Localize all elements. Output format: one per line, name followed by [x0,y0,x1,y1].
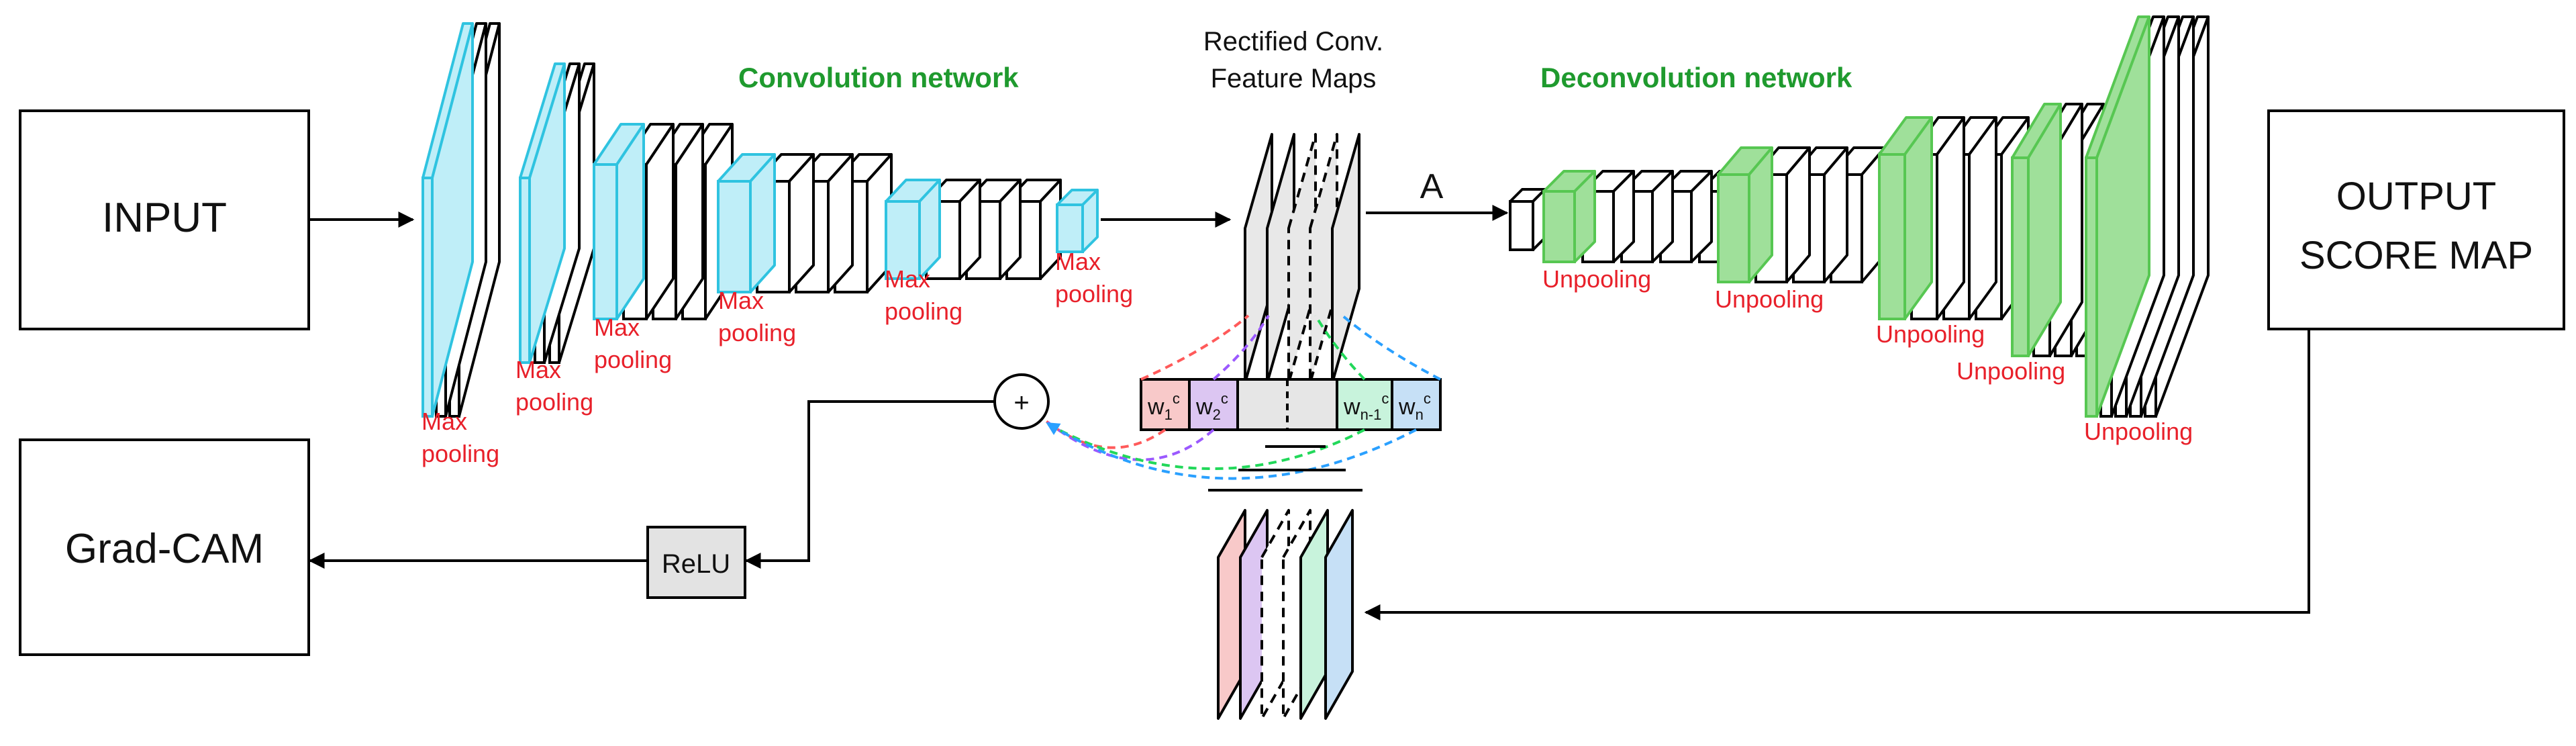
conv-stage-4-pool-layer [717,153,776,293]
max-pooling-label-3-line2: pooling [594,346,672,373]
weight-connectors [1043,314,1441,480]
connector-top-1 [1140,314,1250,381]
feature-map-4 [1309,133,1338,384]
weight-wn: wnc [1391,378,1442,431]
max-pooling-label-4-line2: pooling [718,319,796,346]
deconv-stage-3-unpool-layer [1878,116,1933,320]
connector-top-2 [1212,314,1270,381]
max-pooling-label-2-line1: Max [515,356,561,383]
connector-top-4 [1341,314,1441,381]
svg-text:w2c: w2c [1195,390,1228,423]
conv-network-heading: Convolution network [738,62,1019,93]
arrow-a-label: A [1420,167,1444,206]
conv-stage-5-pool-layer [885,179,941,280]
sum-to-relu-arrow [744,400,995,569]
input-label: INPUT [102,195,227,241]
deconv-stage-1-unpool-layer [1542,170,1596,263]
gradcam-box: Grad-CAM [19,438,310,656]
output-label-line1: OUTPUT [2336,175,2496,218]
weighted-map-6 [1324,509,1354,720]
convolution-network: MaxpoolingMaxpoolingMaxpoolingMaxpooling… [422,22,1133,467]
feature-maps-title-2: Feature Maps [1211,64,1377,93]
conv-stage-6-pool-layer [1056,189,1099,253]
output-to-weighted-maps-arrow [1364,329,2310,620]
relu-box: ReLU [646,526,746,599]
connector-bottom-4 [1046,422,1417,480]
weighted-feature-maps [1217,509,1354,720]
max-pooling-label-4-line1: Max [718,287,764,314]
deconv-stage-5-unpool-layer [2085,15,2150,418]
deconv-stage-2-unpool-layer [1717,146,1773,283]
weight-w1: w1c [1140,378,1191,431]
unpooling-label-5: Unpooling [2084,418,2193,445]
connector-bottom-3 [1048,423,1365,471]
deconv-stage-4-unpool-layer [2011,103,2062,357]
output-label-line2: SCORE MAP [2299,234,2533,277]
weight-wn-1: wn-1c [1336,378,1393,431]
rectified-feature-maps [1244,133,1360,384]
svg-text:w1c: w1c [1147,390,1180,423]
deconv-input-layer [1509,188,1546,251]
max-pooling-label-5-line1: Max [885,265,930,293]
feature-maps-title-1: Rectified Conv. [1203,27,1383,56]
unpooling-label-1: Unpooling [1542,265,1651,293]
sum-node: + [993,373,1050,430]
max-pooling-label-6-line1: Max [1055,248,1101,275]
conv-stage-2-pool-layer [519,62,566,364]
feature-map-3 [1287,133,1317,384]
unpooling-label-3: Unpooling [1876,320,1985,348]
input-box: INPUT [19,109,310,330]
unpooling-label-2: Unpooling [1715,285,1824,313]
conv-stage-1-pool-layer [422,22,474,418]
max-pooling-label-2-line2: pooling [515,388,593,416]
output-score-map-box: OUTPUT SCORE MAP [2267,109,2565,330]
gradcam-label: Grad-CAM [65,526,264,572]
max-pooling-label-5-line2: pooling [885,297,962,325]
relu-label: ReLU [662,549,730,579]
connector-top-3 [1314,314,1366,381]
max-pooling-label-1-line1: Max [422,408,467,435]
unpooling-label-4: Unpooling [1956,357,2065,385]
svg-text:wnc: wnc [1398,390,1431,423]
weight-w2: w2c [1188,378,1239,431]
svg-text:wn-1c: wn-1c [1343,390,1389,423]
feature-map-5 [1331,133,1360,384]
max-pooling-label-1-line2: pooling [422,440,499,467]
conv-stage-3-pool-layer [593,123,645,320]
weights-bar: w1c w2c wn-1c wnc [1140,378,1442,431]
sum-symbol: + [1013,388,1029,418]
deconvolution-network: UnpoolingUnpoolingUnpoolingUnpoolingUnpo… [1509,15,2210,445]
max-pooling-label-6-line2: pooling [1055,280,1133,308]
deconv-network-heading: Deconvolution network [1540,62,1852,93]
max-pooling-label-3-line1: Max [594,314,640,341]
conv-stage-5-layer-3 [1005,179,1062,280]
